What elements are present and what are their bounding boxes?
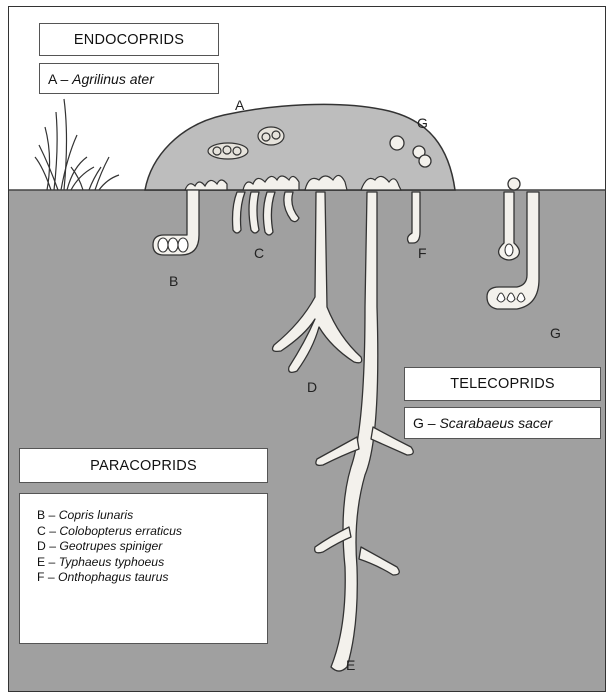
label-f: F: [418, 245, 427, 261]
species-f: F – Onthophagus taurus: [37, 570, 267, 586]
dung-pat: [145, 104, 455, 190]
diagram-frame: ENDOCOPRIDS A – Agrilinus ater TELECOPRI…: [8, 6, 606, 692]
endocoprids-title-text: ENDOCOPRIDS: [74, 32, 184, 48]
label-d: D: [307, 379, 317, 395]
label-a: A: [235, 97, 244, 113]
species-b: B – Copris lunaris: [37, 508, 267, 524]
species-d: D – Geotrupes spiniger: [37, 539, 267, 555]
species-g: G – Scarabaeus sacer: [413, 415, 552, 431]
species-e: E – Typhaeus typhoeus: [37, 555, 267, 571]
paracoprids-species-list: B – Copris lunaris C – Colobopterus erra…: [19, 493, 268, 644]
telecoprids-title-text: TELECOPRIDS: [450, 376, 555, 392]
label-b: B: [169, 273, 178, 289]
label-c: C: [254, 245, 264, 261]
label-g-top: G: [417, 115, 428, 131]
endocoprids-title: ENDOCOPRIDS: [39, 23, 219, 56]
species-a: A – Agrilinus ater: [48, 71, 154, 87]
paracoprids-title: PARACOPRIDS: [19, 448, 268, 483]
label-g-bottom: G: [550, 325, 561, 341]
species-c: C – Colobopterus erraticus: [37, 524, 267, 540]
label-e: E: [346, 657, 355, 673]
endocoprids-species-box: A – Agrilinus ater: [39, 63, 219, 94]
telecoprids-title: TELECOPRIDS: [404, 367, 601, 401]
paracoprids-title-text: PARACOPRIDS: [90, 458, 197, 474]
telecoprids-species-box: G – Scarabaeus sacer: [404, 407, 601, 439]
grass-tuft-icon: [35, 99, 119, 190]
